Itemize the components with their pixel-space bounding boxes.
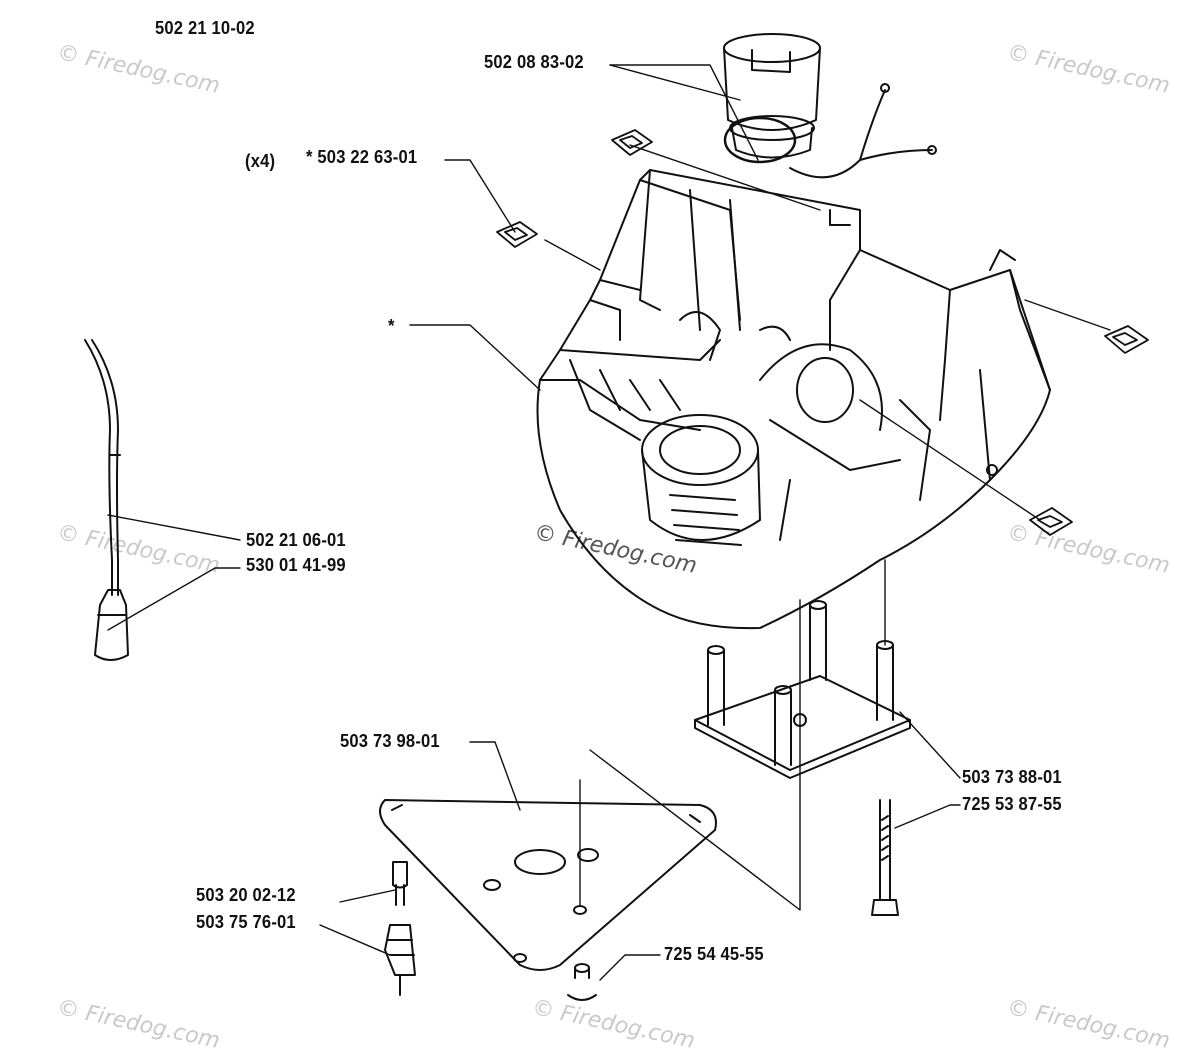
label-cap: 502 08 83-02 xyxy=(484,52,584,72)
parts-diagram: © Firedog.com © Firedog.com © Firedog.co… xyxy=(55,18,1172,1054)
crankcase-drawing xyxy=(536,169,1051,630)
label-plate: 503 73 98-01 xyxy=(340,731,440,751)
leader-lines xyxy=(107,64,1111,981)
assembly-number: 502 21 10-02 xyxy=(155,18,255,38)
label-bolt: 725 53 87-55 xyxy=(962,794,1062,814)
nut-drawing xyxy=(567,963,597,1001)
label-nut: 725 54 45-55 xyxy=(664,944,764,964)
label-clip: * 503 22 63-01 xyxy=(306,147,418,167)
bolt-drawing xyxy=(871,799,899,916)
mount-plate-drawing xyxy=(694,600,911,779)
triangle-plate-drawing xyxy=(379,799,717,971)
fuel-hose-drawing xyxy=(84,339,129,661)
label-valve: 503 75 76-01 xyxy=(196,912,296,932)
label-mount: 503 73 88-01 xyxy=(962,767,1062,787)
label-asterisk: * xyxy=(388,316,395,336)
label-screw: 503 20 02-12 xyxy=(196,885,296,905)
label-qty: (x4) xyxy=(245,151,276,171)
diagram-drawing xyxy=(84,33,1149,1001)
fuel-cap-drawing xyxy=(723,33,937,179)
label-fuel-hose: 502 21 06-01 xyxy=(246,530,346,550)
label-fuel-filter: 530 01 41-99 xyxy=(246,555,346,575)
clip-drawing xyxy=(496,129,1149,536)
valve-drawing xyxy=(384,861,416,996)
